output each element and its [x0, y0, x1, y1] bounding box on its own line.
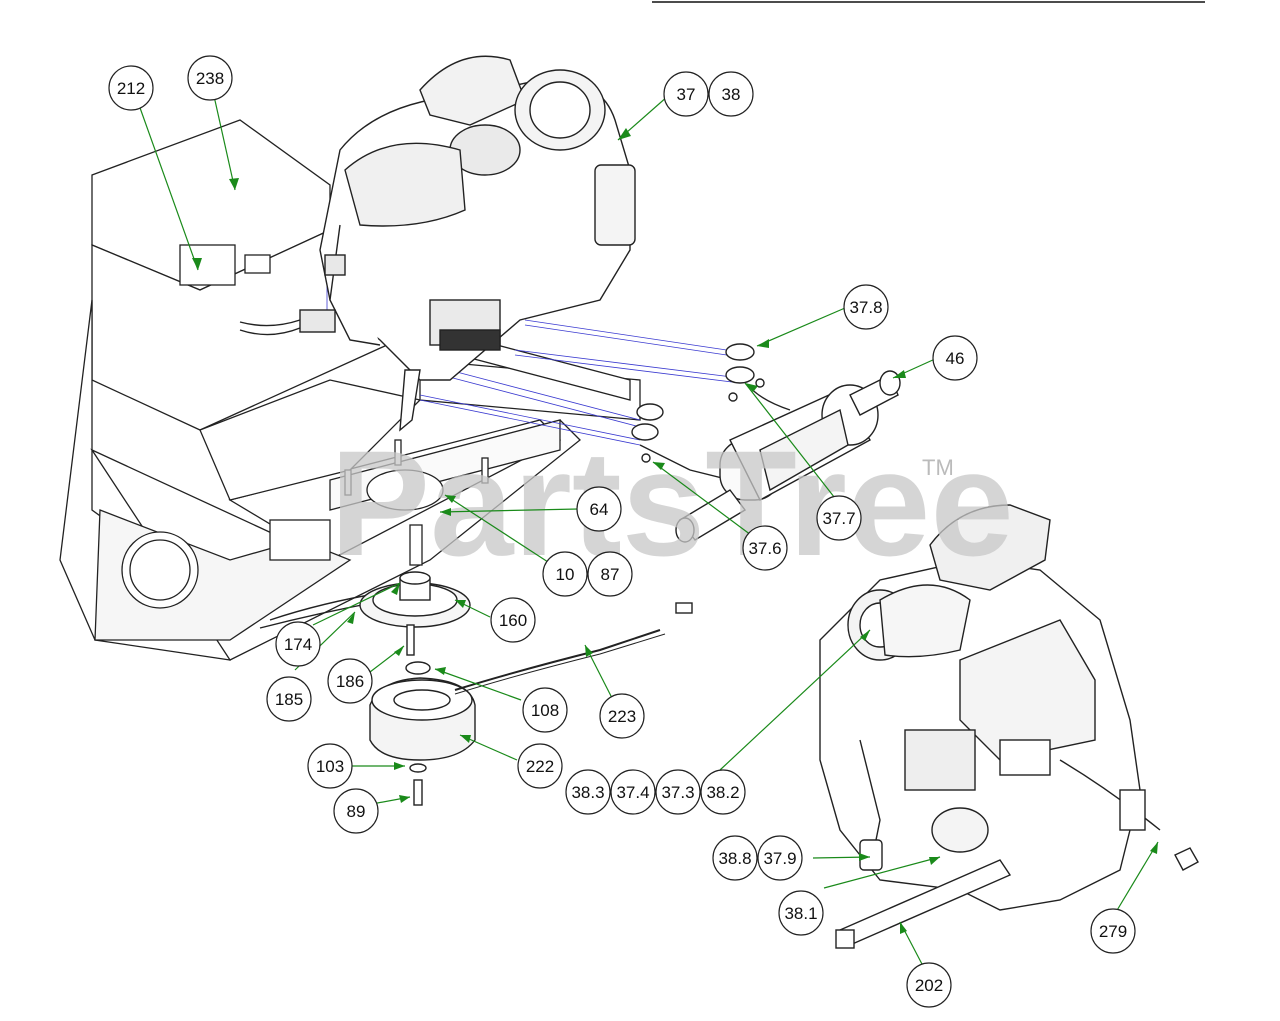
svg-text:212: 212 [117, 79, 145, 98]
callout-38-3[interactable]: 38.3 [565, 769, 611, 815]
svg-text:38.1: 38.1 [784, 904, 817, 923]
callout-10[interactable]: 10 [542, 551, 588, 597]
callout-37-8[interactable]: 37.8 [843, 284, 889, 330]
callout-160[interactable]: 160 [490, 597, 536, 643]
callout-38[interactable]: 38 [708, 71, 754, 117]
svg-text:38.2: 38.2 [706, 783, 739, 802]
callout-37-7[interactable]: 37.7 [816, 495, 862, 541]
svg-text:87: 87 [601, 565, 620, 584]
svg-text:10: 10 [556, 565, 575, 584]
svg-text:174: 174 [284, 635, 312, 654]
svg-text:185: 185 [275, 690, 303, 709]
svg-text:223: 223 [608, 707, 636, 726]
callout-103[interactable]: 103 [307, 743, 353, 789]
callout-202[interactable]: 202 [906, 962, 952, 1008]
svg-text:37.3: 37.3 [661, 783, 694, 802]
svg-text:186: 186 [336, 672, 364, 691]
callout-37-4[interactable]: 37.4 [610, 769, 656, 815]
svg-text:38.3: 38.3 [571, 783, 604, 802]
svg-text:37.9: 37.9 [763, 849, 796, 868]
svg-text:46: 46 [946, 349, 965, 368]
svg-text:37.7: 37.7 [822, 509, 855, 528]
callout-37-9[interactable]: 37.9 [757, 835, 803, 881]
callout-238[interactable]: 238 [187, 55, 233, 101]
svg-text:279: 279 [1099, 922, 1127, 941]
callout-64[interactable]: 64 [576, 486, 622, 532]
leader-arrowheads [192, 128, 1158, 934]
svg-text:37.8: 37.8 [849, 298, 882, 317]
leader-lines [138, 95, 1159, 967]
callout-38-2[interactable]: 38.2 [700, 769, 746, 815]
svg-text:202: 202 [915, 976, 943, 995]
muffler-assembly [631, 343, 901, 543]
callout-279[interactable]: 279 [1090, 908, 1136, 954]
callout-bubbles: 212 238 37 38 37.8 46 37.7 37.6 64 10 87… [108, 55, 1136, 1008]
svg-text:37: 37 [677, 85, 696, 104]
callout-37-3[interactable]: 37.3 [655, 769, 701, 815]
svg-text:103: 103 [316, 757, 344, 776]
svg-text:108: 108 [531, 701, 559, 720]
callout-108[interactable]: 108 [522, 687, 568, 733]
callout-186[interactable]: 186 [327, 658, 373, 704]
engine-upper [239, 55, 636, 432]
svg-text:37.6: 37.6 [748, 539, 781, 558]
callout-87[interactable]: 87 [587, 551, 633, 597]
svg-text:89: 89 [347, 802, 366, 821]
callout-37[interactable]: 37 [663, 71, 709, 117]
callout-37-6[interactable]: 37.6 [742, 525, 788, 571]
svg-text:38: 38 [722, 85, 741, 104]
callout-174[interactable]: 174 [275, 621, 321, 667]
callout-46[interactable]: 46 [932, 335, 978, 381]
svg-text:38.8: 38.8 [718, 849, 751, 868]
svg-text:222: 222 [526, 757, 554, 776]
svg-text:160: 160 [499, 611, 527, 630]
watermark-trademark: TM [922, 455, 954, 480]
svg-text:37.4: 37.4 [616, 783, 649, 802]
svg-text:64: 64 [590, 500, 609, 519]
callout-223[interactable]: 223 [599, 693, 645, 739]
alignment-lines [326, 265, 741, 446]
watermark-text: PartsTree [330, 419, 1014, 587]
callout-212[interactable]: 212 [108, 65, 154, 111]
svg-text:238: 238 [196, 69, 224, 88]
callout-222[interactable]: 222 [517, 743, 563, 789]
callout-38-8[interactable]: 38.8 [712, 835, 758, 881]
callout-38-1[interactable]: 38.1 [778, 890, 824, 936]
engine-lower-right [819, 504, 1199, 949]
callout-185[interactable]: 185 [266, 676, 312, 722]
callout-89[interactable]: 89 [333, 788, 379, 834]
